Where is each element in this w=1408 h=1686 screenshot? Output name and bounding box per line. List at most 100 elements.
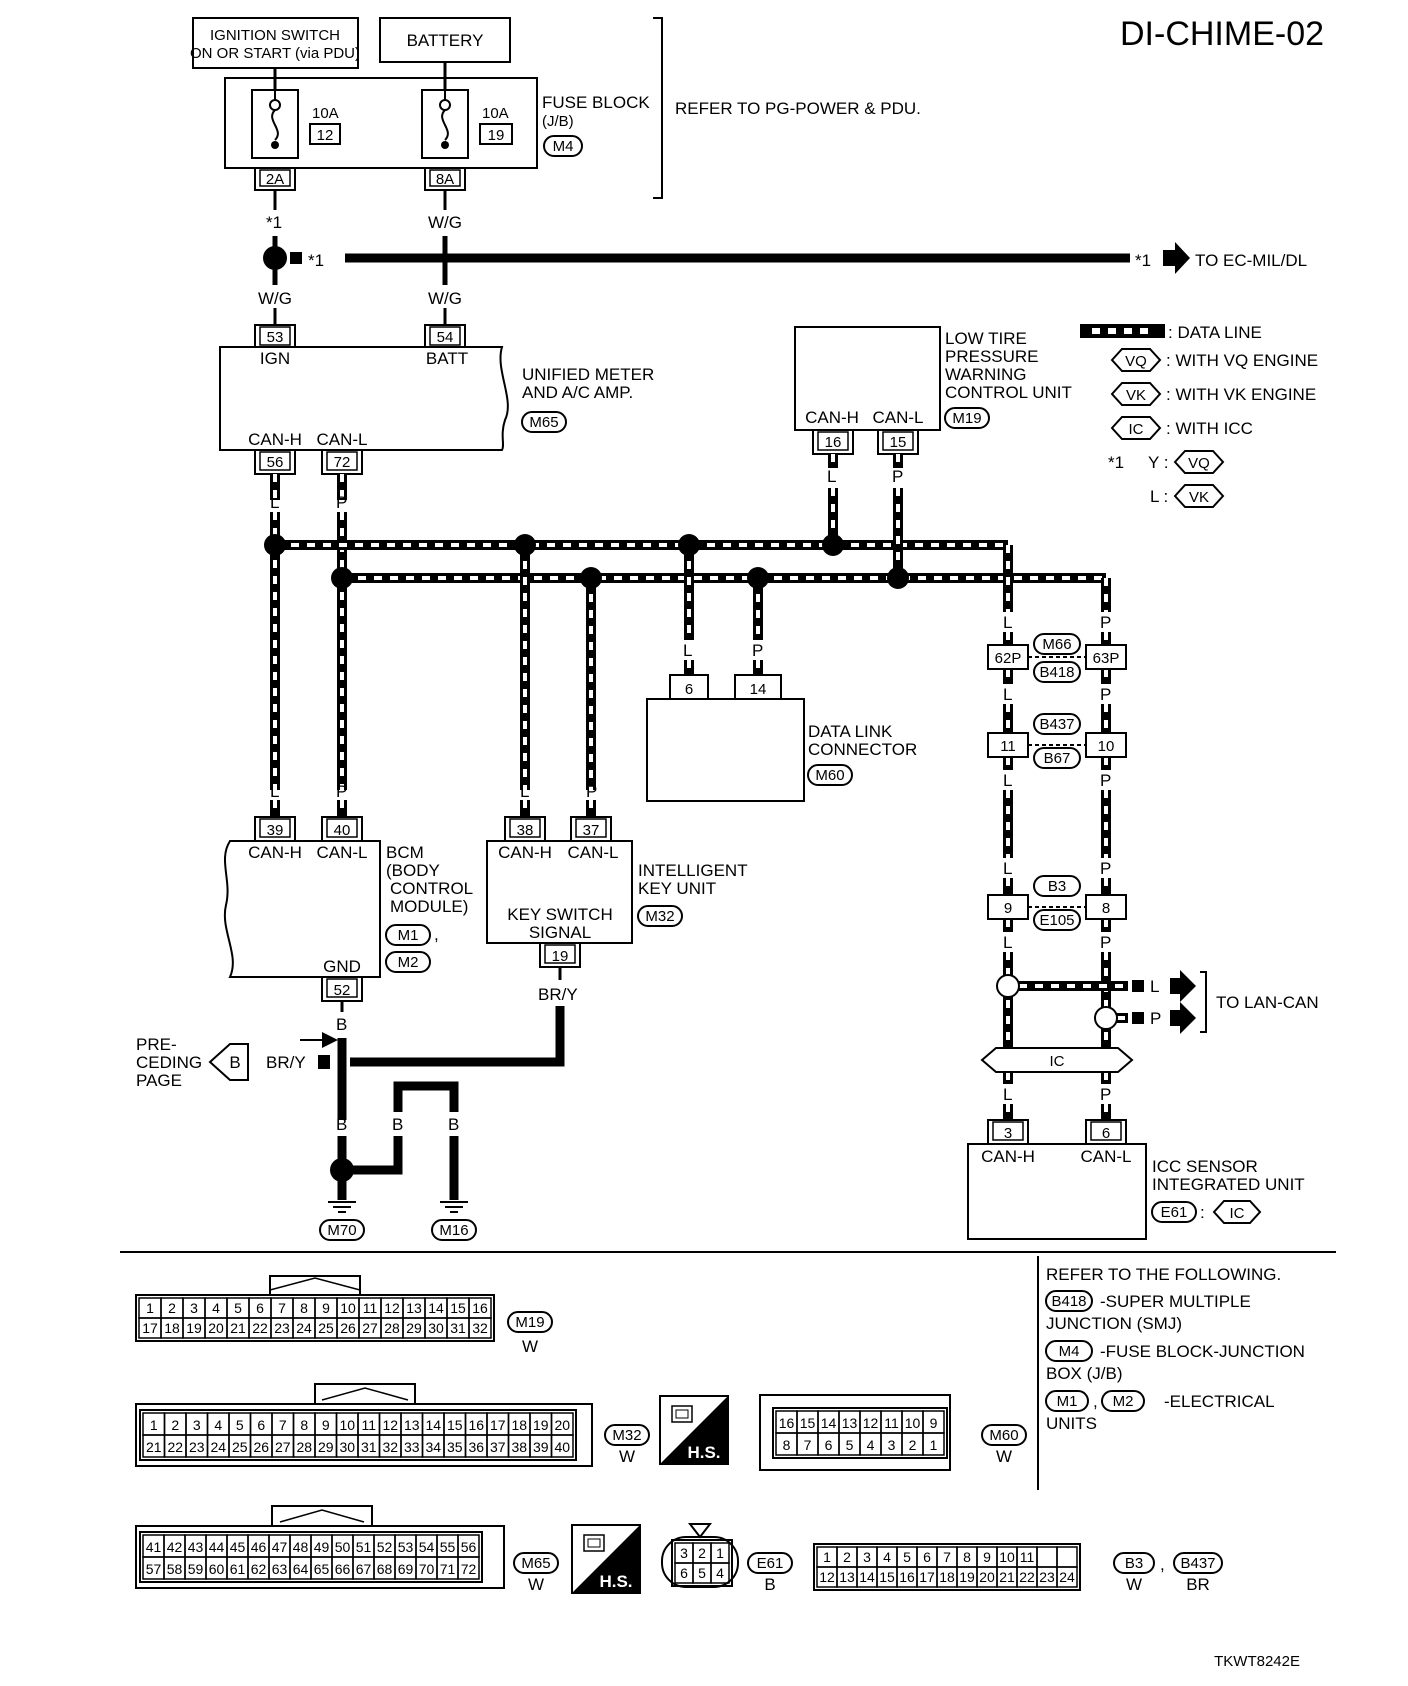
conn-m60-pin-label: 10 — [905, 1415, 921, 1431]
hs-label-2: H.S. — [599, 1572, 632, 1591]
bcm-canl-label: CAN-L — [316, 843, 367, 862]
wire-p-tire: P — [892, 467, 903, 486]
conn-b3-pin-label: 19 — [959, 1569, 975, 1585]
splice-dot — [331, 567, 353, 589]
hs-icon-2 — [571, 1524, 641, 1594]
conn-m32-pin-label: 21 — [146, 1439, 162, 1455]
conn-m65-pin-label: 47 — [272, 1539, 288, 1555]
fuse-block-label-2: (J/B) — [542, 113, 574, 130]
junction-m66 — [987, 633, 1127, 683]
legend-star: *1 — [1108, 453, 1124, 472]
fuse-2-number: 19 — [488, 127, 505, 144]
dlc-box — [646, 698, 805, 802]
conn-m65-pin-label: 62 — [251, 1561, 267, 1577]
j2-conn-1: B437 — [1039, 716, 1074, 733]
icc-colon: : — [1200, 1203, 1205, 1222]
wire-l-ikey: L — [520, 782, 529, 801]
bcm-box — [223, 840, 381, 978]
preceding-3: PAGE — [136, 1071, 182, 1090]
ignition-label-1: IGNITION SWITCH — [210, 27, 340, 44]
wire-bry-preceding: BR/Y — [266, 1053, 306, 1072]
conn-m65-pin-label: 41 — [146, 1539, 162, 1555]
wire-p-j1: P — [1100, 613, 1111, 632]
wire-wg-top: W/G — [428, 213, 462, 232]
bcm-conn-1: M1 — [398, 927, 419, 944]
tire-name-4: CONTROL UNIT — [945, 383, 1072, 402]
hs-label-1: H.S. — [687, 1443, 720, 1462]
conn-e61-color: B — [764, 1575, 775, 1594]
conn-m19-pin-label: 23 — [274, 1320, 290, 1336]
conn-m32-pin-label: 11 — [361, 1417, 376, 1433]
bcm-gnd-pin: 52 — [334, 982, 351, 999]
ikey-ks-2: SIGNAL — [529, 923, 591, 942]
conn-m19-pin-label: 6 — [256, 1300, 264, 1316]
meter-canh-pin: 56 — [267, 454, 284, 471]
conn-b3-pin-label: 21 — [999, 1569, 1015, 1585]
icc-name-1: ICC SENSOR — [1152, 1157, 1258, 1176]
j2-left-pin: 11 — [1000, 738, 1016, 755]
conn-e61-pin-label: 6 — [680, 1565, 688, 1581]
conn-b3-pin-label: 22 — [1019, 1569, 1035, 1585]
wire-p-ikey: P — [586, 782, 597, 801]
ikey-canh-pin: 38 — [517, 822, 534, 839]
footer-code: TKWT8242E — [1214, 1653, 1300, 1670]
conn-e61-pin-label: 3 — [680, 1545, 688, 1561]
wire-l-j2: L — [1003, 771, 1012, 790]
refer-m4: M4 — [1059, 1343, 1080, 1360]
conn-m19-pin-label: 29 — [406, 1320, 422, 1336]
wire-wg-left: W/G — [258, 289, 292, 308]
wire-wg-right: W/G — [428, 289, 462, 308]
conn-m19-pin-label: 11 — [363, 1300, 378, 1316]
wire-b-g3: B — [448, 1115, 459, 1134]
star1-right: *1 — [1135, 251, 1151, 270]
conn-m65-id: M65 — [521, 1555, 550, 1572]
conn-m60-id: M60 — [989, 1427, 1018, 1444]
conn-m32-pin-label: 1 — [150, 1417, 158, 1433]
meter-batt-label: BATT — [426, 349, 468, 368]
refer-pg-power: REFER TO PG-POWER & PDU. — [675, 99, 921, 118]
conn-m60-frame — [772, 1407, 948, 1459]
preceding-1: PRE- — [136, 1035, 177, 1054]
conn-m65-latch — [271, 1505, 373, 1526]
conn-m32-pin-label: 20 — [554, 1417, 570, 1433]
conn-b3-pin-label: 2 — [843, 1549, 851, 1565]
tire-canh-label: CAN-H — [805, 408, 859, 427]
legend-l: L : — [1150, 487, 1168, 506]
conn-m65-pin-label: 42 — [167, 1539, 183, 1555]
ikey-canl-pin: 37 — [583, 822, 600, 839]
conn-b3-cell — [1036, 1546, 1058, 1568]
j1-left-pin: 62P — [995, 650, 1022, 667]
conn-m19-pin-label: 4 — [212, 1300, 220, 1316]
conn-m19-pin-label: 12 — [384, 1300, 400, 1316]
conn-b3-id: B3 — [1125, 1555, 1143, 1572]
legend-vq-symbol: VQ — [1125, 353, 1147, 370]
conn-m32-pin-label: 15 — [447, 1417, 463, 1433]
refer-b418-text-1: -SUPER MULTIPLE — [1100, 1292, 1251, 1311]
conn-b3-pin-label: 3 — [863, 1549, 871, 1565]
dlc-name-2: CONNECTOR — [808, 740, 917, 759]
splice-dot — [264, 534, 286, 556]
refer-m2: M2 — [1113, 1393, 1134, 1410]
legend-vk-symbol: VK — [1126, 387, 1146, 404]
conn-m65-pin-label: 50 — [335, 1539, 351, 1555]
ikey-name-2: KEY UNIT — [638, 879, 716, 898]
conn-m60-pin-label: 5 — [846, 1437, 854, 1453]
dlc-pin-1: 6 — [685, 681, 693, 698]
conn-m65-pin-label: 64 — [293, 1561, 309, 1577]
conn-m19-pin-label: 25 — [318, 1320, 334, 1336]
conn-m60-pin-label: 12 — [863, 1415, 879, 1431]
conn-m32-pin-label: 19 — [533, 1417, 549, 1433]
conn-m60-pin-label: 13 — [842, 1415, 858, 1431]
legend-ic-symbol: IC — [1129, 421, 1144, 438]
conn-b3-cell — [1056, 1546, 1078, 1568]
legend-vq-y: VQ — [1188, 455, 1210, 472]
conn-m32-id: M32 — [612, 1427, 641, 1444]
conn-m65-frame — [139, 1531, 483, 1583]
meter-ign-label: IGN — [260, 349, 290, 368]
tire-canh-pin: 16 — [825, 434, 842, 451]
wire-p-j2b: P — [1100, 859, 1111, 878]
conn-m32-latch — [314, 1383, 416, 1404]
conn-e61-key — [687, 1523, 713, 1539]
conn-m19-pin-label: 27 — [362, 1320, 378, 1336]
conn-b3-pin-label: 1 — [823, 1549, 831, 1565]
